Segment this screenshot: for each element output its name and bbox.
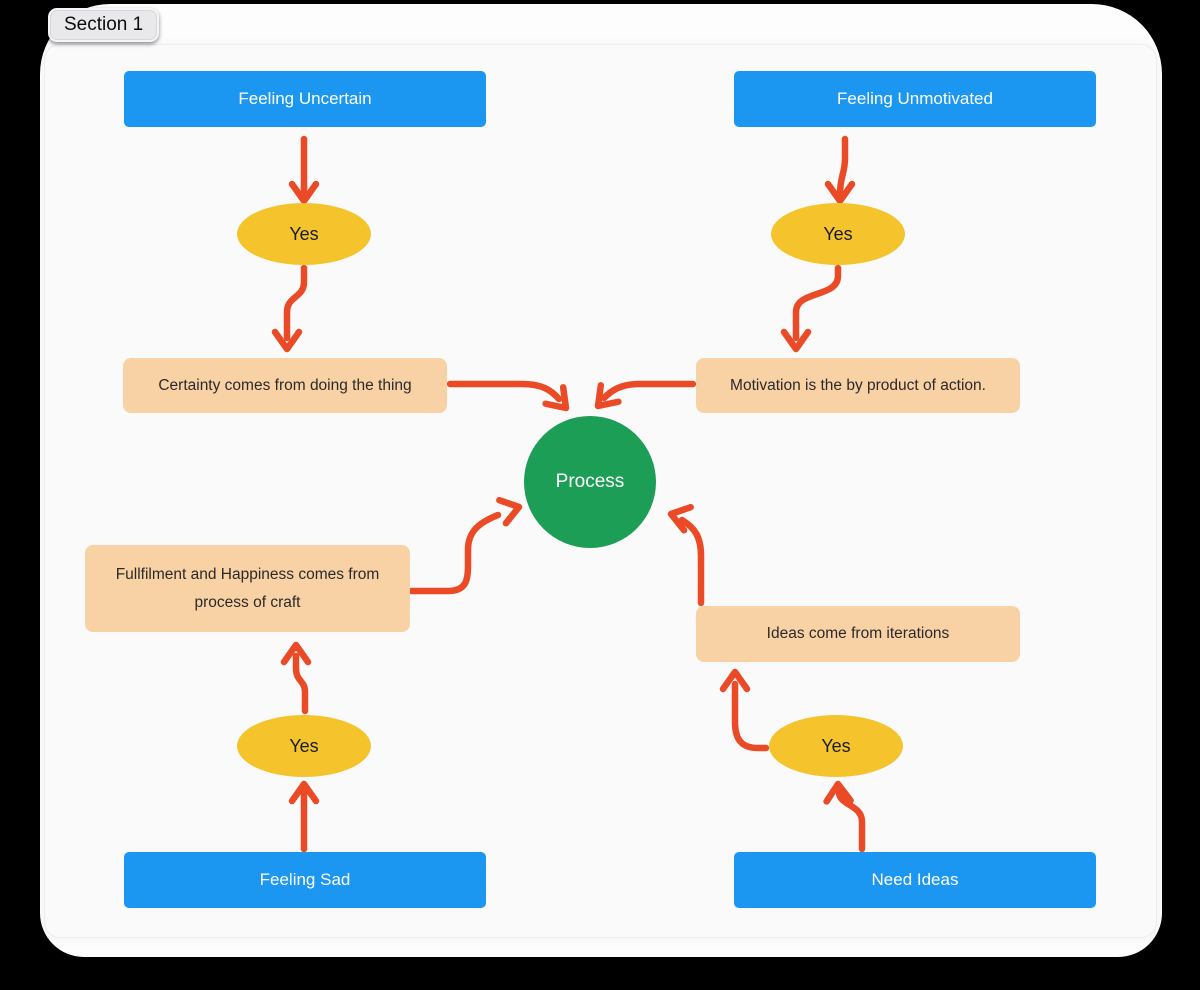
node-label: Yes <box>289 223 319 244</box>
node-label: Certainty comes from doing the thing <box>158 376 412 394</box>
node-fullfilment[interactable]: Fullfilment and Happiness comes from pro… <box>85 545 410 632</box>
node-label: Yes <box>821 735 851 756</box>
node-yes-uncertain[interactable]: Yes <box>237 203 371 265</box>
node-label: Fullfilment and Happiness comes from pro… <box>115 565 380 611</box>
node-feeling-uncertain[interactable]: Feeling Uncertain <box>124 71 486 127</box>
node-motivation[interactable]: Motivation is the by product of action. <box>696 358 1020 413</box>
node-feeling-sad[interactable]: Feeling Sad <box>124 852 486 908</box>
node-yes-need-ideas[interactable]: Yes <box>769 715 903 777</box>
node-label: Motivation is the by product of action. <box>730 376 986 394</box>
node-label: Feeling Uncertain <box>238 89 372 108</box>
node-label: Need Ideas <box>871 870 959 889</box>
node-label: Feeling Sad <box>259 870 351 889</box>
node-process[interactable]: Process <box>524 416 656 548</box>
node-yes-sad[interactable]: Yes <box>237 715 371 777</box>
node-feeling-unmotivated[interactable]: Feeling Unmotivated <box>734 71 1096 127</box>
node-label: Feeling Unmotivated <box>837 89 993 108</box>
node-label: Process <box>555 471 625 492</box>
node-label: Ideas come from iterations <box>766 625 950 642</box>
node-certainty[interactable]: Certainty comes from doing the thing <box>123 358 447 413</box>
node-label: Yes <box>823 223 853 244</box>
node-label: Yes <box>289 735 319 756</box>
node-yes-unmotivated[interactable]: Yes <box>771 203 905 265</box>
node-ideas[interactable]: Ideas come from iterations <box>696 606 1020 662</box>
section-tab[interactable]: Section 1 <box>48 8 160 42</box>
section-tab-label: Section 1 <box>64 14 144 35</box>
node-need-ideas[interactable]: Need Ideas <box>734 852 1096 908</box>
